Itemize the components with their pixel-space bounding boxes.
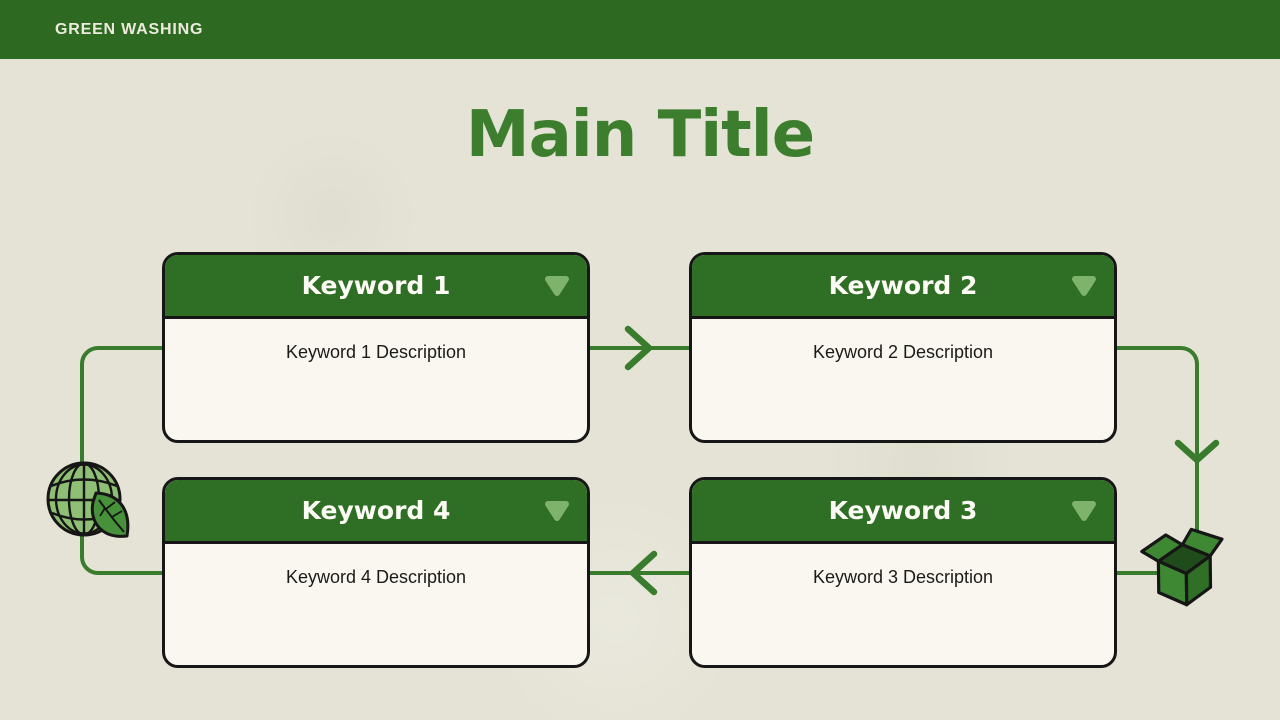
card-header: Keyword 3 [692,480,1114,544]
globe-leaf-icon [46,461,130,538]
card-header: Keyword 4 [165,480,587,544]
card-body: Keyword 4 Description [165,544,587,665]
dropdown-triangle-icon[interactable] [1071,500,1097,522]
arrow-right-icon [624,325,653,371]
top-bar: GREEN WASHING [0,0,1280,59]
card-body: Keyword 1 Description [165,319,587,440]
brand-label: GREEN WASHING [55,20,204,38]
card-header: Keyword 1 [165,255,587,319]
dropdown-triangle-icon[interactable] [544,275,570,297]
dropdown-triangle-icon[interactable] [1071,275,1097,297]
open-box-icon [1140,527,1224,607]
keyword-card-3: Keyword 3 Keyword 3 Description [689,477,1117,668]
arrow-left-icon [629,550,658,596]
keyword-card-1: Keyword 1 Keyword 1 Description [162,252,590,443]
dropdown-triangle-icon[interactable] [544,500,570,522]
card-title: Keyword 2 [828,271,978,300]
page-title: Main Title [465,98,815,172]
card-title: Keyword 4 [301,496,451,525]
card-body: Keyword 3 Description [692,544,1114,665]
keyword-card-2: Keyword 2 Keyword 2 Description [689,252,1117,443]
card-title: Keyword 3 [828,496,978,525]
card-description: Keyword 3 Description [812,567,994,587]
card-title: Keyword 1 [301,271,451,300]
card-description: Keyword 4 Description [285,567,467,587]
card-body: Keyword 2 Description [692,319,1114,440]
keyword-card-4: Keyword 4 Keyword 4 Description [162,477,590,668]
card-header: Keyword 2 [692,255,1114,319]
card-description: Keyword 1 Description [285,342,467,362]
card-description: Keyword 2 Description [812,342,994,362]
arrow-down-icon [1174,439,1220,464]
